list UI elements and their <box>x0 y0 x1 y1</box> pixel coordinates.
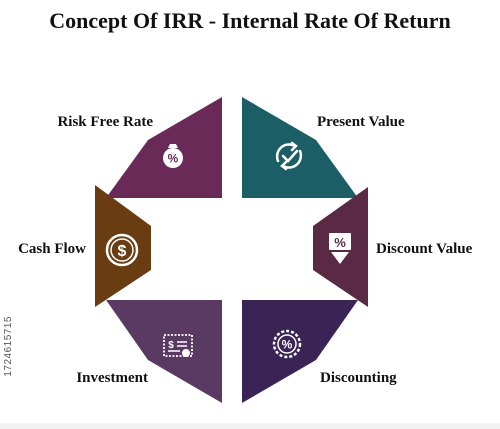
svg-text:%: % <box>282 338 293 352</box>
label-present-value: Present Value <box>317 114 405 130</box>
footer-bar <box>0 423 500 429</box>
svg-text:%: % <box>334 235 346 250</box>
svg-text:%: % <box>168 152 179 166</box>
page-title: Concept Of IRR - Internal Rate Of Return <box>49 8 451 33</box>
dollar-coin-icon: $ <box>105 233 139 267</box>
label-risk-free-rate: Risk Free Rate <box>57 114 153 130</box>
percent-badge-icon: % <box>272 329 302 359</box>
segment-present-value <box>242 97 358 198</box>
label-discounting: Discounting <box>320 370 397 386</box>
segment-risk-free-rate <box>106 97 222 198</box>
refresh-check-icon <box>275 141 303 171</box>
percent-bag-icon: % <box>163 144 183 168</box>
label-discount-value: Discount Value <box>376 241 473 257</box>
certificate-icon: $ <box>163 334 193 357</box>
svg-text:$: $ <box>118 243 127 260</box>
label-investment: Investment <box>76 370 148 386</box>
percent-down-arrow-icon: % <box>329 233 351 264</box>
segment-cash-flow <box>95 185 151 307</box>
svg-text:$: $ <box>168 340 174 351</box>
stock-id-watermark: 1724615715 <box>3 316 14 377</box>
label-cash-flow: Cash Flow <box>18 241 86 257</box>
segment-discounting <box>242 300 358 403</box>
